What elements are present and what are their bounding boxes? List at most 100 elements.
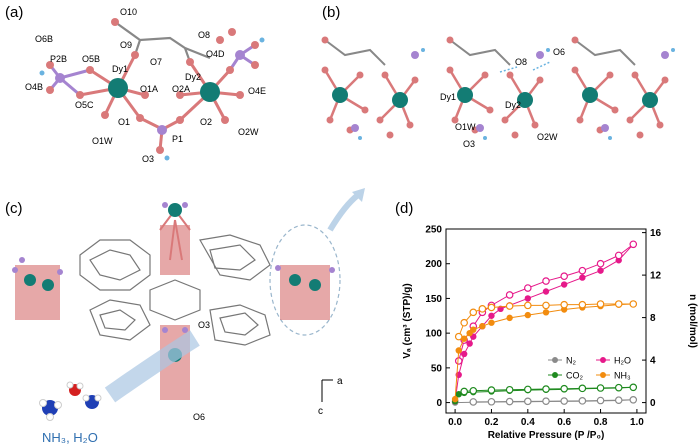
legend-swatch-marker [552,372,558,378]
atom-label: O10 [120,7,137,17]
data-point-adsorption [506,314,513,322]
data-point-desorption [460,387,468,396]
data-point-desorption [460,318,468,327]
panel-d-label: (d) [395,200,414,217]
data-point-desorption [487,386,496,394]
data-point-desorption [469,398,478,406]
atom-label: O6 [193,412,205,422]
atom-label: O3 [463,139,475,149]
x-tick-label: 0.6 [557,417,571,428]
data-point-desorption [560,300,568,309]
series-line-adsorption [454,243,634,402]
data-point-adsorption [460,335,468,342]
data-point-desorption [469,386,478,395]
atom-label: O5C [75,100,94,110]
guest-molecules [39,381,102,421]
y-axis-label: Vₐ (cm³ (STP)/g) [402,283,413,358]
guest-label: NH₃, H₂O [42,430,98,445]
x-axis-label: Relative Pressure (P /P₀) [488,430,605,441]
data-point-desorption [578,397,587,405]
data-point-desorption [596,384,605,392]
atom-label: O1 [118,117,130,127]
atom-label: P2B [50,54,67,64]
data-point-desorption [629,383,638,392]
legend-label: H₂O [614,356,631,366]
x-tick-label: 0.8 [594,417,608,428]
panel-c-framework: NH₃, H₂O O3 O6 a c [12,188,365,445]
data-point-desorption [542,397,550,405]
data-point-desorption [542,385,550,393]
axis-a-label: a [337,376,343,387]
cluster-left [12,257,63,320]
data-point-desorption [560,384,568,393]
legend-swatch-marker [552,357,558,363]
dy1-atom [108,78,128,98]
y2-tick-label: 0 [650,398,656,409]
atom-label: O8 [515,57,527,67]
legend-label: NH₃ [614,371,631,381]
legend-label: N₂ [566,356,576,366]
atom-label: O3 [198,320,210,330]
data-point-desorption [454,332,463,341]
data-point-adsorption [479,323,486,330]
data-point-adsorption [524,295,532,302]
atom-label: O2W [537,132,558,142]
data-point-desorption [614,396,623,404]
atom-label: O3 [142,154,154,164]
atom-label: O2W [238,127,259,137]
data-point-desorption [469,308,478,317]
data-point-desorption [596,300,605,308]
data-point-adsorption [524,311,532,319]
series-line-adsorption [454,303,634,400]
data-point-desorption [505,385,514,394]
data-point-adsorption [470,326,477,333]
x-tick-label: 0.4 [521,417,535,428]
y-tick-label: 200 [425,259,442,270]
atom-label: O4D [206,49,225,59]
dy2-atom [200,82,220,102]
data-point-desorption [629,300,638,308]
data-point-desorption [505,291,514,299]
data-point-adsorption [579,274,586,281]
data-point-desorption [629,240,638,249]
data-point-desorption [560,272,568,281]
panel-b-chain: O8 O6 Dy1 Dy2 O1W O3 O2W [321,35,677,149]
data-point-adsorption [488,319,495,326]
atom-label: Dy1 [440,92,456,102]
atom-label: O9 [120,40,132,50]
panel-b-label: (b) [322,4,341,21]
atom-label: O4B [25,82,43,92]
atom-label: O8 [198,30,210,40]
atom-label: O1A [140,84,158,94]
data-point-adsorption [460,350,468,358]
data-point-desorption [478,305,487,313]
data-point-desorption [524,284,532,292]
panel-a-label: (a) [5,4,24,21]
atom-label: O5B [82,54,100,64]
data-point-desorption [578,300,587,309]
axis-indicator [321,379,333,402]
data-point-desorption [578,384,587,393]
atom-label: O7 [150,57,162,67]
atom-label: Dy1 [112,64,128,74]
data-point-desorption [542,301,550,310]
data-point-desorption [614,251,623,260]
atom-label: Dy2 [505,100,521,110]
x-tick-label: 0.2 [485,417,499,428]
data-point-desorption [454,357,463,365]
data-point-desorption [614,383,623,392]
atom-label: O1W [455,122,476,132]
y2-axis-label: n (mol/mol) [687,294,698,348]
cluster-top [159,202,191,275]
data-point-desorption [487,397,496,406]
data-point-desorption [487,303,496,312]
data-point-adsorption [597,267,604,274]
data-point-adsorption [455,347,462,354]
atom-label: O1W [92,136,113,146]
y2-tick-label: 12 [650,271,662,282]
y-tick-label: 0 [436,398,442,409]
data-point-desorption [524,301,532,310]
data-point-desorption [560,397,568,405]
data-point-desorption [614,300,623,308]
